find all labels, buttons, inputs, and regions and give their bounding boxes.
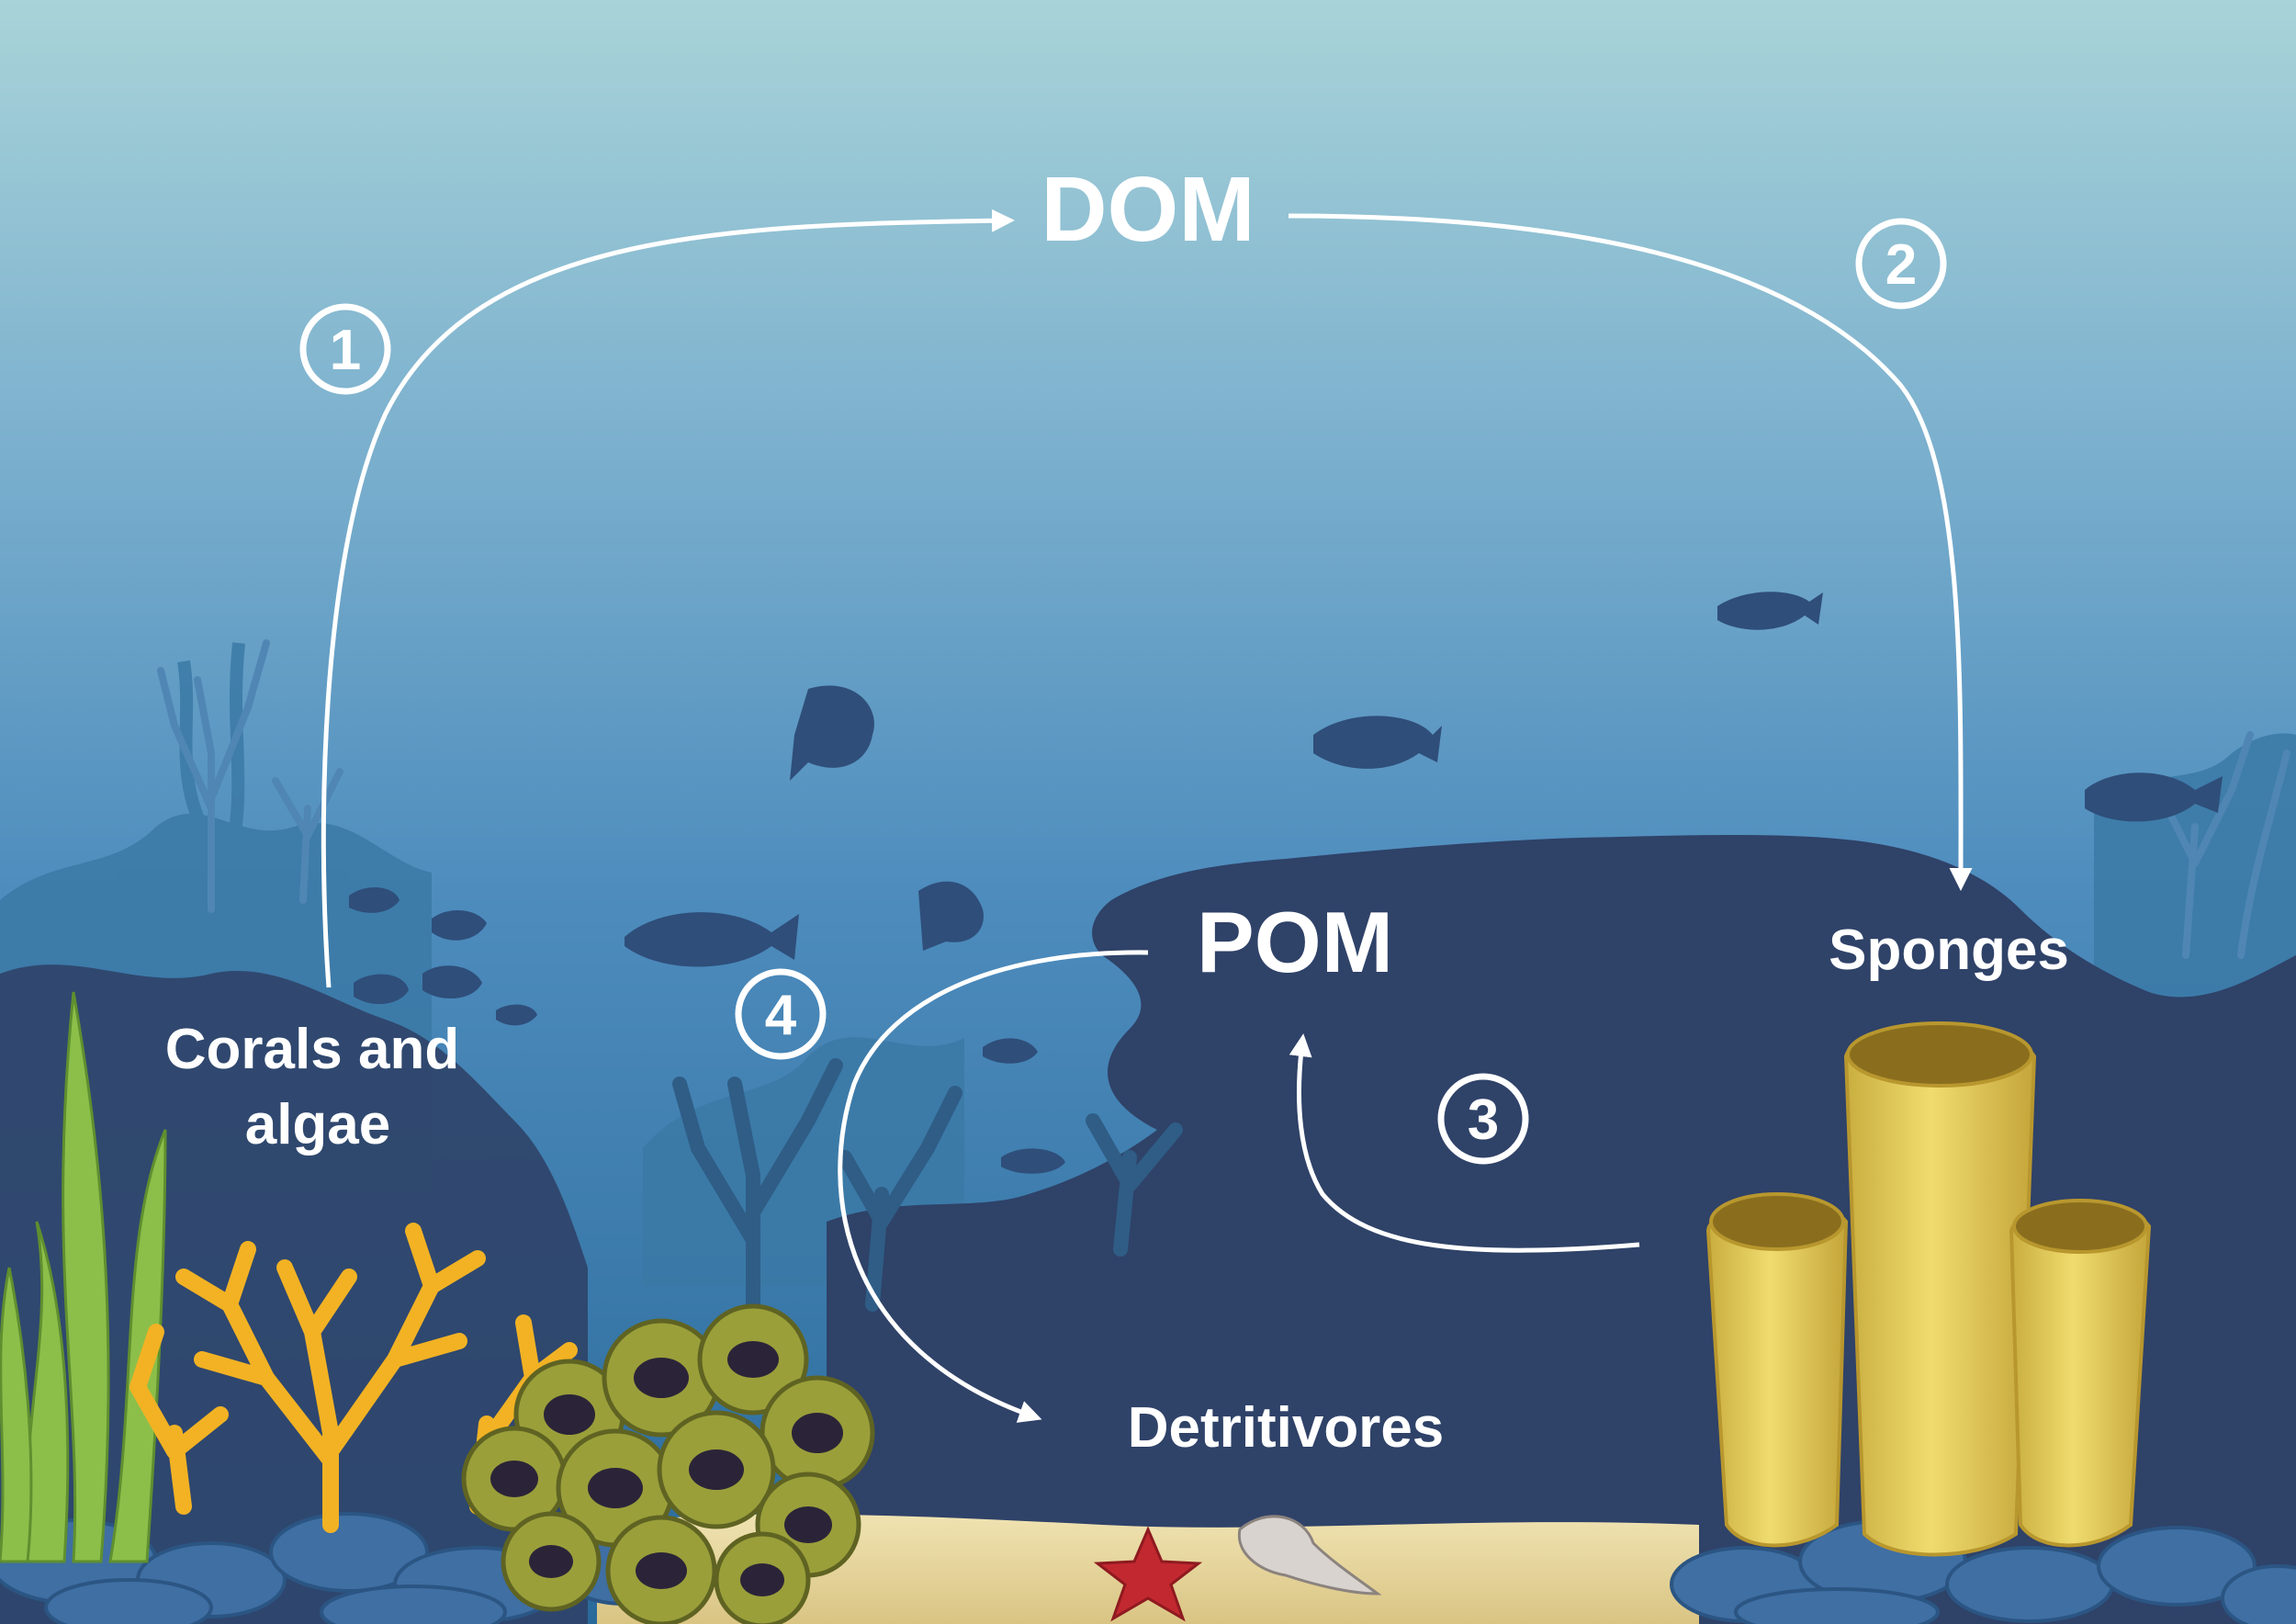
green-coral-cluster <box>461 1303 875 1624</box>
fish-icon <box>2085 773 2223 822</box>
step-marker-3: 3 <box>1437 1073 1529 1165</box>
fish-icon <box>1717 592 1823 630</box>
flow-arrows <box>321 209 1973 1423</box>
step-marker-4: 4 <box>735 968 827 1060</box>
arrow-pom-to-detritivores <box>838 950 1149 1423</box>
fish-icon <box>918 881 984 951</box>
fish-icon <box>1001 1148 1065 1174</box>
node-label-corals-line2: algae <box>245 1093 391 1156</box>
fish-icon <box>983 1038 1038 1064</box>
fish-icon <box>349 886 400 913</box>
node-label-detritivores: Detritivores <box>1128 1396 1445 1460</box>
node-label-dom: DOM <box>1041 158 1255 261</box>
step-number: 1 <box>330 319 361 382</box>
step-number: 4 <box>765 984 797 1047</box>
node-label-corals-line1: Corals and <box>165 1018 459 1081</box>
kelp-seaweed <box>0 991 167 1563</box>
tube-sponges <box>1705 1021 2152 1557</box>
node-label-pom: POM <box>1197 894 1393 990</box>
branching-coral-silhouettes <box>672 1058 1183 1339</box>
fish-icon <box>432 909 487 941</box>
fish-icon <box>354 974 409 1005</box>
starfish-icon <box>1093 1526 1203 1622</box>
arrow-dom-to-sponges <box>1288 213 1973 891</box>
step-number: 2 <box>1885 233 1917 297</box>
fish-icon <box>1313 716 1442 769</box>
fish-icon <box>790 685 874 781</box>
fish-icon <box>625 912 799 967</box>
step-number: 3 <box>1468 1088 1499 1152</box>
fish-silhouettes <box>349 592 2223 1174</box>
seashell-icon <box>1237 1515 1382 1596</box>
step-marker-1: 1 <box>299 303 391 395</box>
step-marker-2: 2 <box>1855 218 1947 310</box>
fish-icon <box>422 965 482 999</box>
fish-icon <box>496 1004 537 1026</box>
node-label-sponges: Sponges <box>1829 919 2069 982</box>
arrow-sponges-to-pom <box>1289 1033 1640 1253</box>
arrow-corals-to-dom <box>321 209 1015 988</box>
